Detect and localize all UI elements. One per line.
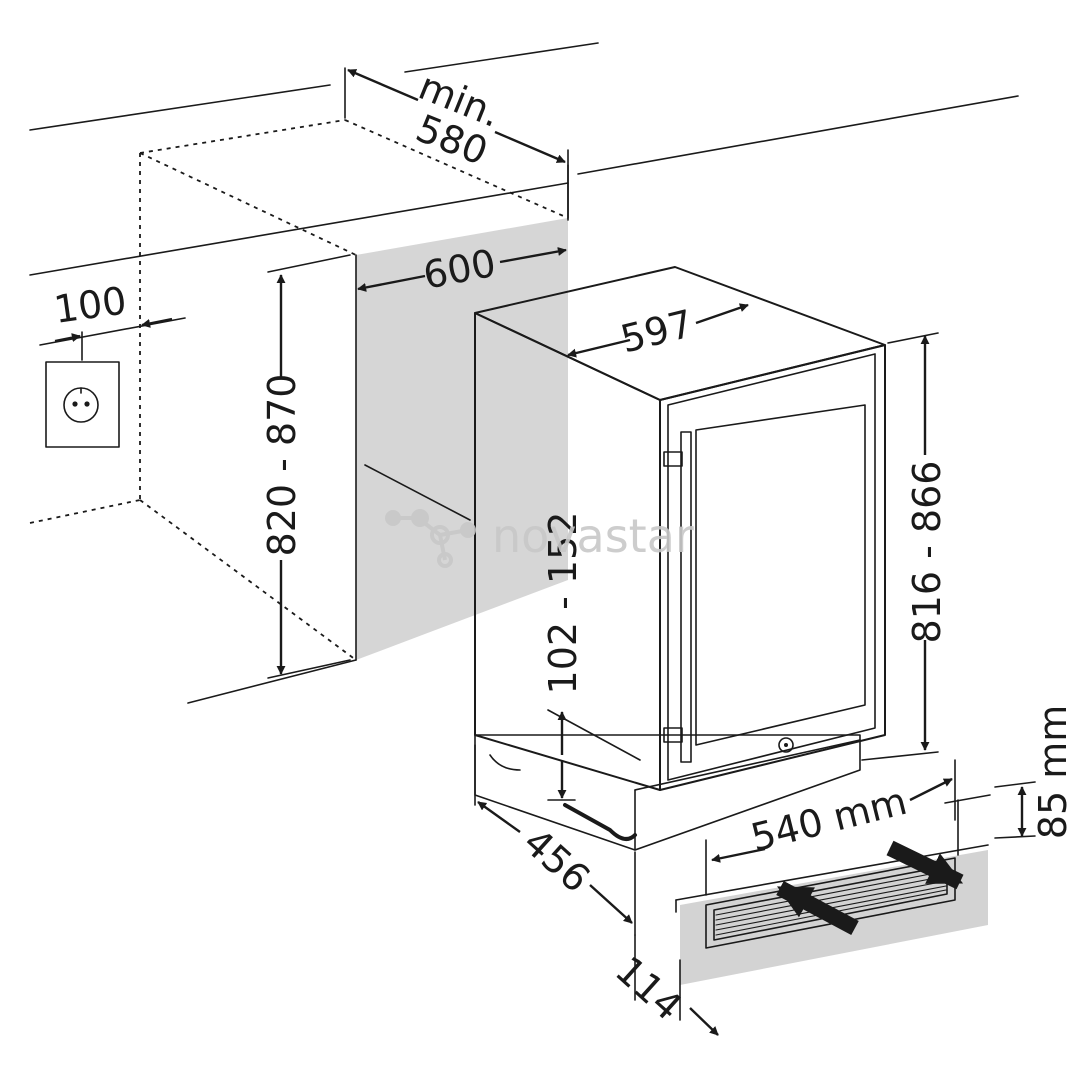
dim-socket-offset: 100 [39,278,186,361]
dim-vent-height: 85 mm [994,705,1075,839]
air-intake-arrow [776,880,859,936]
lock-icon [778,737,794,753]
door-handle [680,431,692,763]
socket [45,361,120,448]
ventilation-plinth [675,794,991,985]
dim-appliance-depth: 456 [474,744,636,936]
air-exhaust-arrow [886,840,964,890]
dim-niche-height: 820 - 870 [260,254,351,679]
dim-foot-adjust: 102 - 152 [541,512,641,801]
watermark: novastar [385,509,694,568]
dim-niche-depth: min. 580 [344,64,569,221]
room-lines [29,42,1019,704]
appliance-depth-value: 456 [515,820,598,901]
appliance-door [659,344,886,791]
appliance-width-value: 597 [616,301,697,361]
watermark-logo-icon [385,509,476,568]
glass-panel [695,404,866,746]
appliance-height-value: 816 - 866 [905,461,949,644]
socket-plate [45,361,120,448]
dim-appliance-width: 597 [567,301,749,362]
vent-grille [705,857,956,949]
niche-back-wall [356,218,568,660]
watermark-text: novastar [492,509,694,563]
vent-width-value: 540 mm [747,779,912,860]
foot-adjust-value: 102 - 152 [541,512,585,695]
vent-height-value: 85 mm [1031,705,1075,839]
niche-height-value: 820 - 870 [260,374,304,557]
socket-offset-value: 100 [51,278,129,332]
plinth-setback-value: 114 [607,948,690,1029]
dim-appliance-height: 816 - 866 [861,332,949,761]
